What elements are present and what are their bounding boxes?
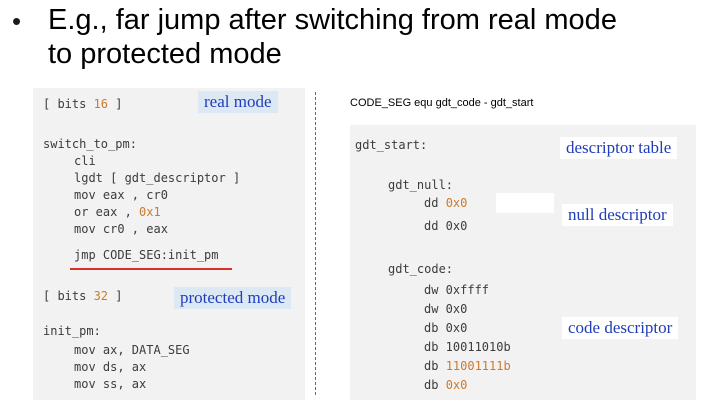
switch-to-pm-label: switch_to_pm: [43,137,137,151]
code-line-mov-cr0: mov cr0 , eax [74,222,168,236]
code-number: 11001111b [445,359,511,373]
code-descriptor-annotation: code descriptor [562,317,679,339]
code-number: 16 [93,97,109,111]
left-code-panel [33,88,305,400]
jmp-underline [70,268,232,270]
blank-box [496,193,554,213]
init-pm-label: init_pm: [43,324,101,338]
null-descriptor-annotation: null descriptor [562,204,673,226]
bullet-text-line-2: to protected mode [48,38,282,70]
right-code-panel [350,125,696,400]
code-line-lgdt: lgdt [ gdt_descriptor ] [74,171,241,185]
code-number: 0x1 [139,205,161,219]
bullet-dot: • [12,6,22,36]
code-line-db4: db 0x0 [424,377,467,394]
dashed-divider [315,92,316,395]
real-mode-annotation: real mode [198,91,278,113]
protected-mode-annotation: protected mode [174,287,292,309]
bullet-text: E.g., far jump after switching from real… [48,3,707,71]
code-text: [ bits [43,289,94,303]
code-number: 0x0 [445,378,468,392]
code-line-db3: db 11001111b [424,358,511,375]
bits16-line: [ bits 16 ] [43,96,122,113]
code-line-dw2: dw 0x0 [424,302,468,316]
descriptor-table-annotation: descriptor table [560,137,678,159]
bullet-text-line-1: E.g., far jump after switching from real… [48,4,617,36]
code-line-dd2: dd 0x0 [424,219,468,233]
bits32-line: [ bits 32 ] [43,288,122,305]
code-line-cli: cli [74,154,96,168]
code-seg-heading: CODE_SEG equ gdt_code - gdt_start [350,97,534,109]
code-line-mov-ax: mov ax, DATA_SEG [74,343,190,357]
code-line-dw1: dw 0xffff [424,283,490,297]
code-text: db [424,378,446,392]
code-line-mov-ds: mov ds, ax [74,360,147,374]
gdt-start-label: gdt_start: [355,138,428,152]
code-number: 32 [93,289,109,303]
code-text: ] [108,289,123,303]
code-line-mov-eax: mov eax , cr0 [74,188,168,202]
code-text: dd [424,196,446,210]
code-text: [ bits [43,97,94,111]
code-line-or-eax: or eax , 0x1 [74,204,161,221]
code-line-db2: db 10011010b [424,340,511,354]
code-text: or eax , [74,205,140,219]
code-line-mov-ss: mov ss, ax [74,377,147,391]
gdt-code-label: gdt_code: [388,262,454,276]
code-line-jmp: jmp CODE_SEG:init_pm [74,248,219,262]
code-text: ] [108,97,123,111]
gdt-null-label: gdt_null: [388,178,454,192]
code-number: 0x0 [445,196,468,210]
code-line-db1: db 0x0 [424,321,468,335]
code-line-dd1: dd 0x0 [424,195,467,212]
code-text: db [424,359,446,373]
